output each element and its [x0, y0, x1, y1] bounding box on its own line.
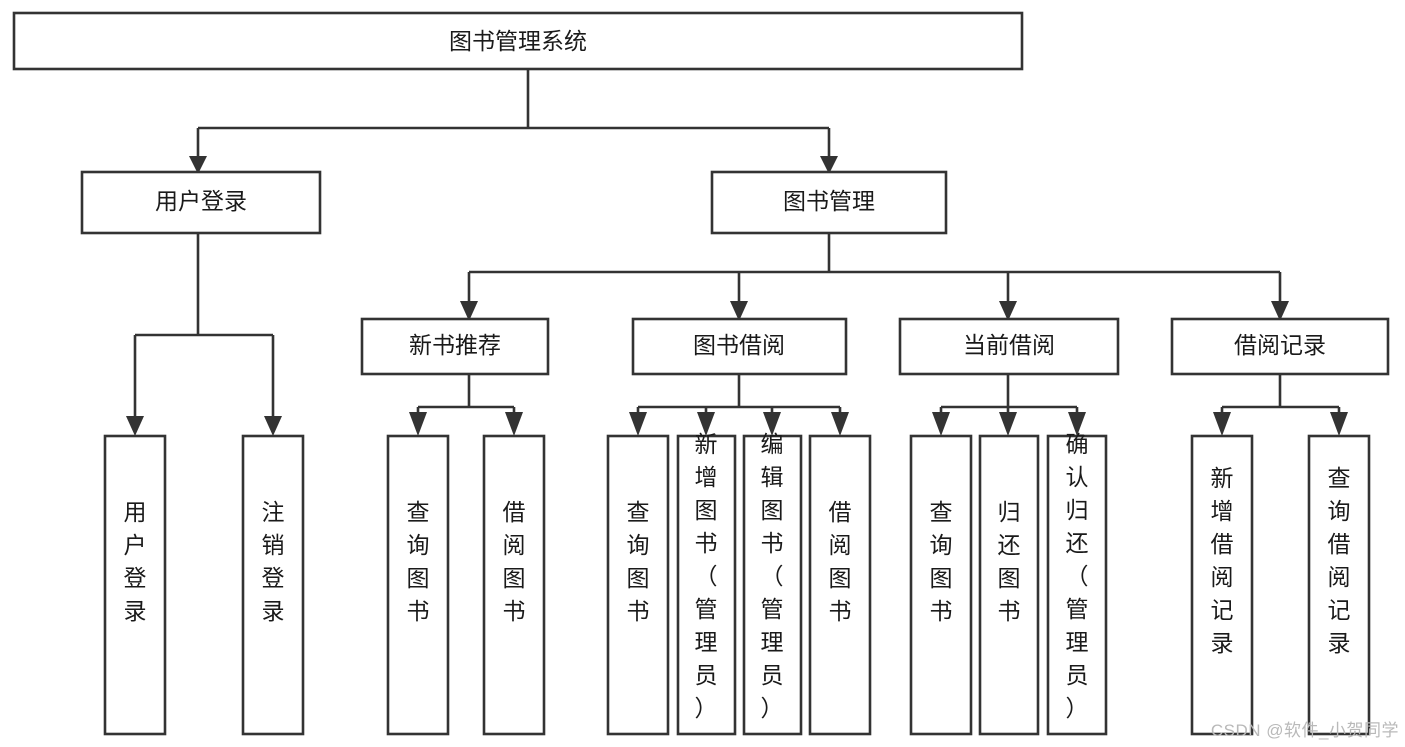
node-leaf10-label: 归还图书	[998, 499, 1021, 624]
arrow-records-leaf13	[1330, 412, 1348, 436]
arrow-borrow-leaf6	[697, 412, 715, 436]
node-root-label: 图书管理系统	[449, 28, 587, 54]
arrow-login-leaf1	[126, 416, 144, 436]
node-leaf7[interactable]: 编辑图书（管理员）	[742, 431, 803, 736]
node-leaf1-label: 用户登录	[124, 499, 147, 624]
node-leaf2-label: 注销登录	[262, 499, 285, 624]
arrow-to-bookmgmt	[820, 156, 838, 174]
node-borrow-label: 图书借阅	[693, 332, 785, 358]
node-leaf13-box[interactable]	[1307, 434, 1371, 736]
node-leaf11[interactable]: 确认归还（管理员）	[1046, 431, 1108, 736]
node-leaf5[interactable]: 查询图书	[606, 434, 670, 736]
node-leaf5-box[interactable]	[606, 434, 670, 736]
node-login[interactable]: 用户登录	[80, 170, 322, 235]
node-newbook-box[interactable]	[360, 317, 550, 376]
connector-layer	[126, 69, 1348, 436]
node-leaf1-box[interactable]	[103, 434, 167, 736]
arrow-current-leaf10	[999, 412, 1017, 436]
node-leaf7-box[interactable]	[742, 434, 803, 736]
node-leaf4[interactable]: 借阅图书	[482, 434, 546, 736]
node-newbook[interactable]: 新书推荐	[360, 317, 550, 376]
arrow-to-current	[999, 301, 1017, 321]
node-leaf4-label: 借阅图书	[503, 499, 526, 624]
node-leaf11-label: 确认归还（管理员）	[1066, 431, 1089, 721]
node-bookmgmt[interactable]: 图书管理	[710, 170, 948, 235]
arrow-login-leaf2	[264, 416, 282, 436]
node-leaf6-box[interactable]	[676, 434, 737, 736]
node-current[interactable]: 当前借阅	[898, 317, 1120, 376]
arrow-current-leaf11	[1068, 412, 1086, 436]
node-leaf9-box[interactable]	[909, 434, 973, 736]
node-leaf10-box[interactable]	[978, 434, 1040, 736]
node-leaf7-label: 编辑图书（管理员）	[761, 431, 784, 721]
node-leaf8-box[interactable]	[808, 434, 872, 736]
node-current-label: 当前借阅	[963, 332, 1055, 358]
node-leaf8[interactable]: 借阅图书	[808, 434, 872, 736]
arrow-borrow-leaf8	[831, 412, 849, 436]
node-leaf9-label: 查询图书	[930, 499, 953, 624]
node-leaf3-box[interactable]	[386, 434, 450, 736]
node-login-label: 用户登录	[155, 188, 247, 214]
node-root-box[interactable]	[12, 11, 1024, 71]
node-leaf2[interactable]: 注销登录	[241, 434, 305, 736]
node-leaf5-label: 查询图书	[627, 499, 650, 624]
node-root[interactable]: 图书管理系统	[12, 11, 1024, 71]
node-bookmgmt-label: 图书管理	[783, 188, 875, 214]
arrow-borrow-leaf7	[763, 412, 781, 436]
arrow-newbook-leaf4	[505, 412, 523, 436]
node-current-box[interactable]	[898, 317, 1120, 376]
node-records-box[interactable]	[1170, 317, 1390, 376]
node-leaf12[interactable]: 新增借阅记录	[1190, 434, 1254, 736]
node-leaf13[interactable]: 查询借阅记录	[1307, 434, 1371, 736]
node-leaf6[interactable]: 新增图书（管理员）	[676, 431, 737, 736]
node-leaf12-box[interactable]	[1190, 434, 1254, 736]
arrow-to-login	[189, 156, 207, 174]
node-leaf10[interactable]: 归还图书	[978, 434, 1040, 736]
node-leaf12-label: 新增借阅记录	[1211, 465, 1234, 656]
node-leaf1[interactable]: 用户登录	[103, 434, 167, 736]
node-leaf4-box[interactable]	[482, 434, 546, 736]
node-leaf9[interactable]: 查询图书	[909, 434, 973, 736]
arrow-to-newbook	[460, 301, 478, 321]
node-leaf11-box[interactable]	[1046, 434, 1108, 736]
arrow-borrow-leaf5	[629, 412, 647, 436]
arrow-records-leaf12	[1213, 412, 1231, 436]
node-login-box[interactable]	[80, 170, 322, 235]
node-leaf2-box[interactable]	[241, 434, 305, 736]
node-leaf8-label: 借阅图书	[829, 499, 852, 624]
node-bookmgmt-box[interactable]	[710, 170, 948, 235]
node-records-label: 借阅记录	[1234, 332, 1326, 358]
arrow-to-borrow	[730, 301, 748, 321]
arrow-current-leaf9	[932, 412, 950, 436]
node-newbook-label: 新书推荐	[409, 332, 501, 358]
node-borrow[interactable]: 图书借阅	[631, 317, 848, 376]
node-leaf3[interactable]: 查询图书	[386, 434, 450, 736]
node-leaf6-label: 新增图书（管理员）	[695, 431, 718, 721]
node-leaf13-label: 查询借阅记录	[1328, 465, 1351, 656]
node-records[interactable]: 借阅记录	[1170, 317, 1390, 376]
arrow-newbook-leaf3	[409, 412, 427, 436]
node-borrow-box[interactable]	[631, 317, 848, 376]
arrow-to-records	[1271, 301, 1289, 321]
node-leaf3-label: 查询图书	[407, 499, 430, 624]
